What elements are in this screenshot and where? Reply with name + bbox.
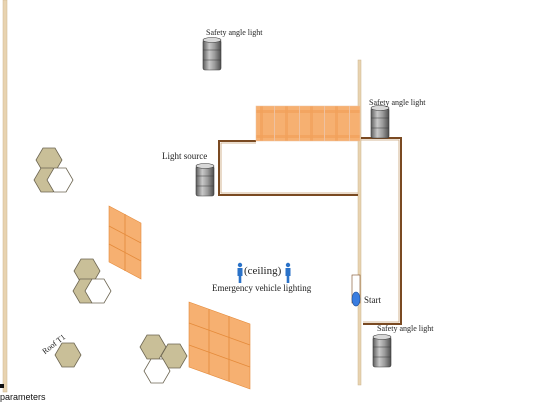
corner-marker [0,384,4,388]
label-light-source: Light source [162,151,208,161]
barrel-icon [370,105,390,139]
barrel-icon [372,334,392,368]
hexagon-cluster-1 [33,147,74,193]
hexagon-cluster-3 [139,334,188,384]
panel-bottom [188,301,251,390]
label-start: Start [364,295,381,305]
hexagon-roof-t1 [54,342,82,368]
label-emergency-vehicle-lighting: Emergency vehicle lighting [212,283,312,293]
hexagon-cluster-2 [72,258,112,304]
barrel-icon [195,163,215,197]
person-icon [237,262,243,283]
label-safety-angle-light-top: Safety angle light [206,28,263,37]
right-wall [357,59,362,386]
start-marker-icon[interactable] [351,274,361,307]
status-text: parameters [0,392,46,402]
barrel-icon [202,37,222,71]
label-safety-angle-light-bottom: Safety angle light [377,324,434,333]
label-ceiling: (ceiling) [244,265,282,277]
panel-left [108,205,142,280]
label-safety-angle-light-right: Safety angle light [369,98,426,107]
panel-top [255,105,361,142]
left-wall [2,0,8,393]
person-icon [285,262,291,283]
